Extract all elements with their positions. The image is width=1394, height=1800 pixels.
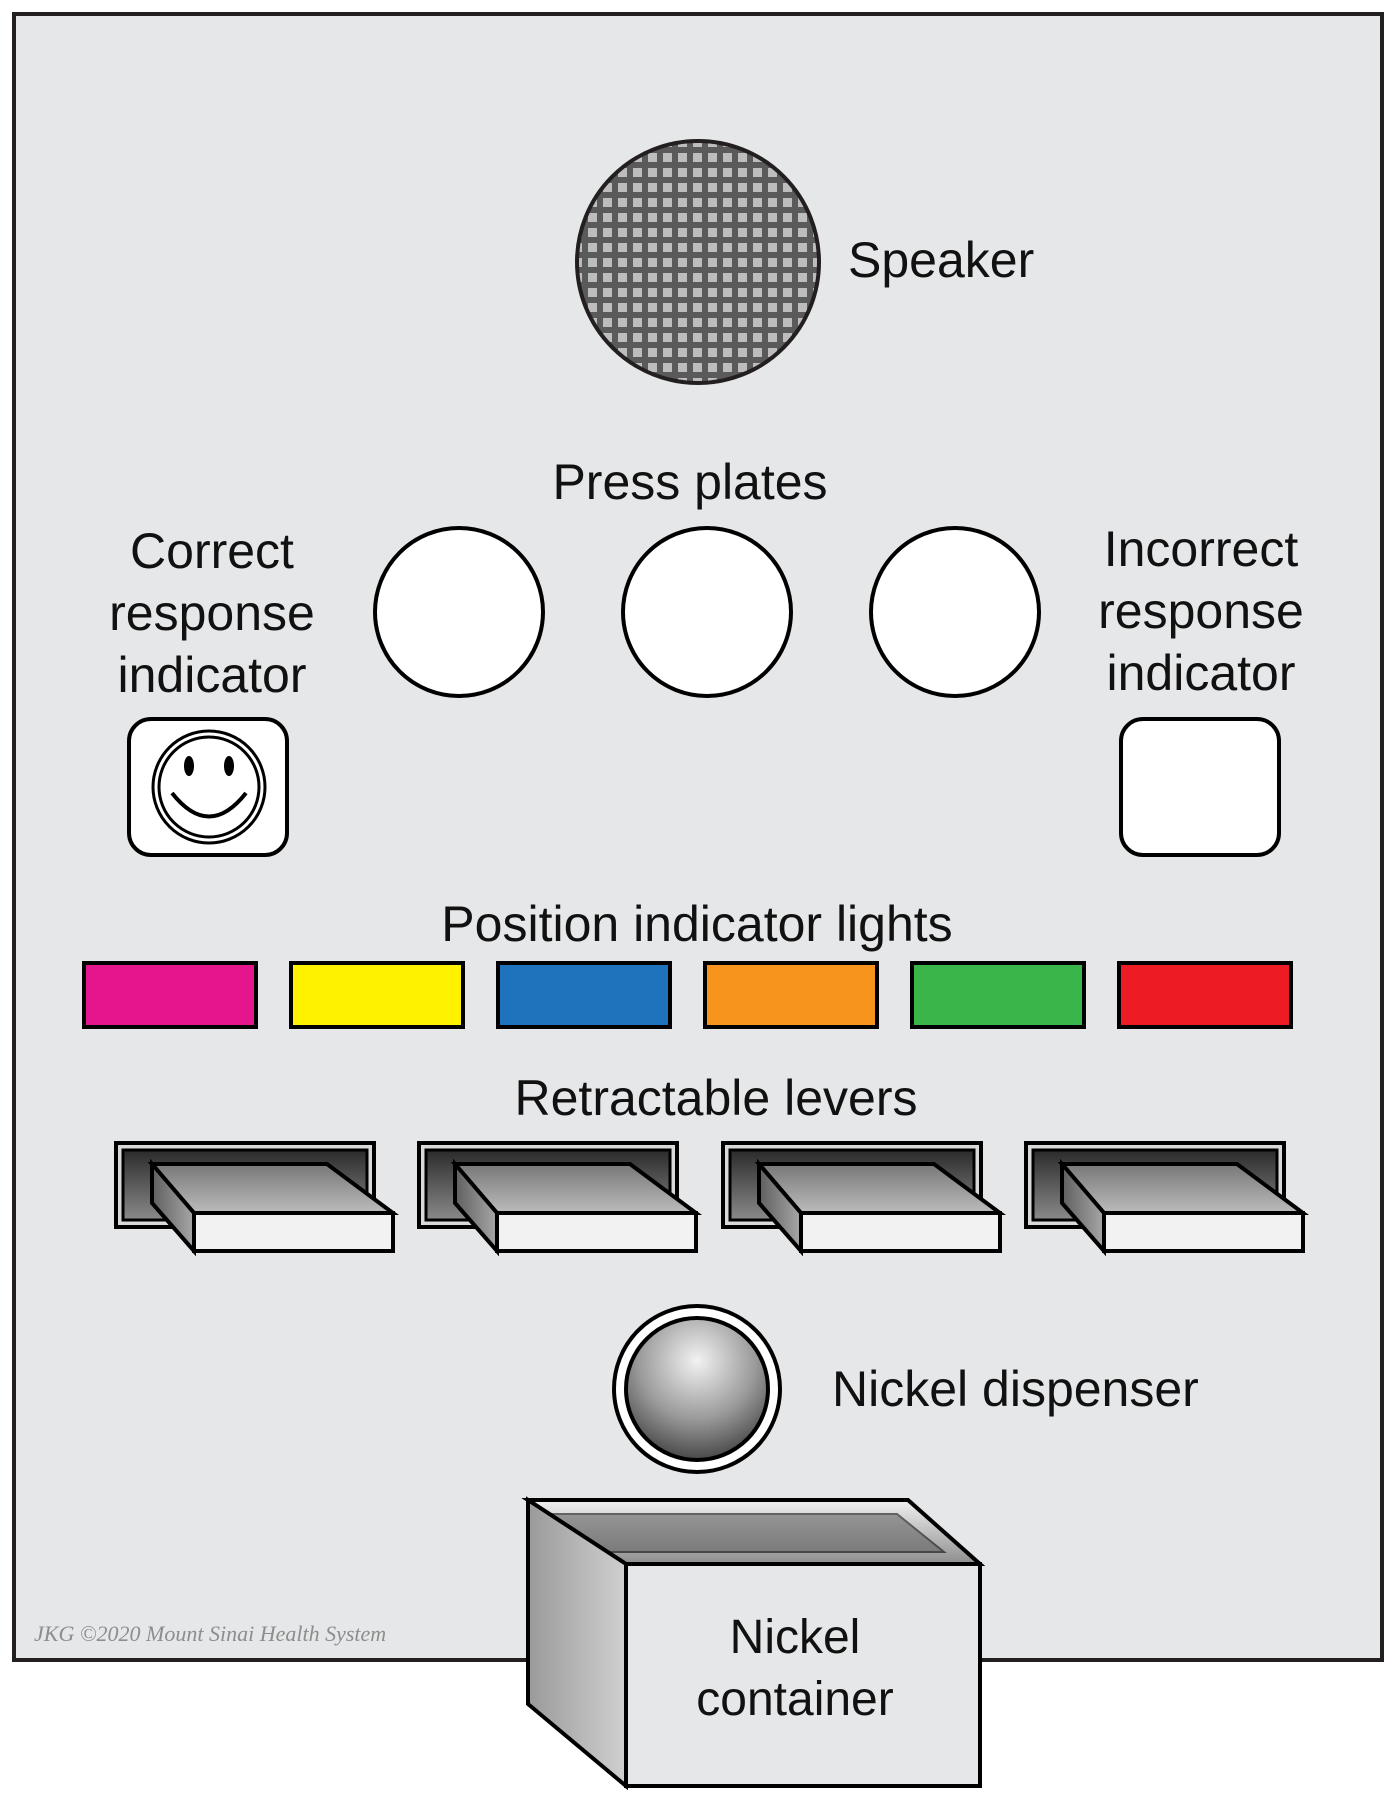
nickel-dispenser xyxy=(612,1304,782,1474)
press-plate-left[interactable] xyxy=(373,526,545,698)
smiley-face-icon xyxy=(151,729,267,845)
speaker xyxy=(575,139,821,385)
press-plates-label: Press plates xyxy=(552,454,827,510)
position-light-6 xyxy=(1117,961,1293,1029)
incorrect-indicator-label-line3: indicator xyxy=(1107,645,1296,701)
nickel-container-label-line1: Nickel xyxy=(730,1611,861,1664)
nickel-container-label-line2: container xyxy=(696,1673,893,1726)
retractable-levers xyxy=(114,1141,1310,1257)
levers-label: Retractable levers xyxy=(515,1070,918,1126)
position-lights-label: Position indicator lights xyxy=(441,896,952,952)
position-light-1 xyxy=(82,961,258,1029)
press-plate-middle[interactable] xyxy=(621,526,793,698)
incorrect-indicator-label-line2: response xyxy=(1098,583,1304,639)
speaker-label: Speaker xyxy=(848,232,1034,288)
incorrect-response-indicator xyxy=(1119,717,1281,857)
copyright-credit: JKG ©2020 Mount Sinai Health System xyxy=(34,1621,386,1646)
press-plate-right[interactable] xyxy=(869,526,1041,698)
position-light-5 xyxy=(910,961,1086,1029)
correct-indicator-label-line1: Correct xyxy=(130,523,294,579)
lever-1[interactable] xyxy=(114,1141,400,1257)
lever-3[interactable] xyxy=(721,1141,1007,1257)
position-indicator-lights xyxy=(82,961,1293,1029)
lever-4[interactable] xyxy=(1024,1141,1310,1257)
correct-indicator-label: Correct response indicator xyxy=(109,523,315,703)
correct-indicator-label-line2: response xyxy=(109,585,315,641)
nickel-container xyxy=(521,1496,986,1791)
position-light-2 xyxy=(289,961,465,1029)
position-light-4 xyxy=(703,961,879,1029)
position-light-3 xyxy=(496,961,672,1029)
lever-2[interactable] xyxy=(417,1141,703,1257)
correct-indicator-label-line3: indicator xyxy=(118,647,307,703)
nickel-dispenser-label: Nickel dispenser xyxy=(832,1361,1199,1417)
incorrect-indicator-label-line1: Incorrect xyxy=(1104,521,1299,577)
incorrect-indicator-label: Incorrect response indicator xyxy=(1098,521,1304,701)
